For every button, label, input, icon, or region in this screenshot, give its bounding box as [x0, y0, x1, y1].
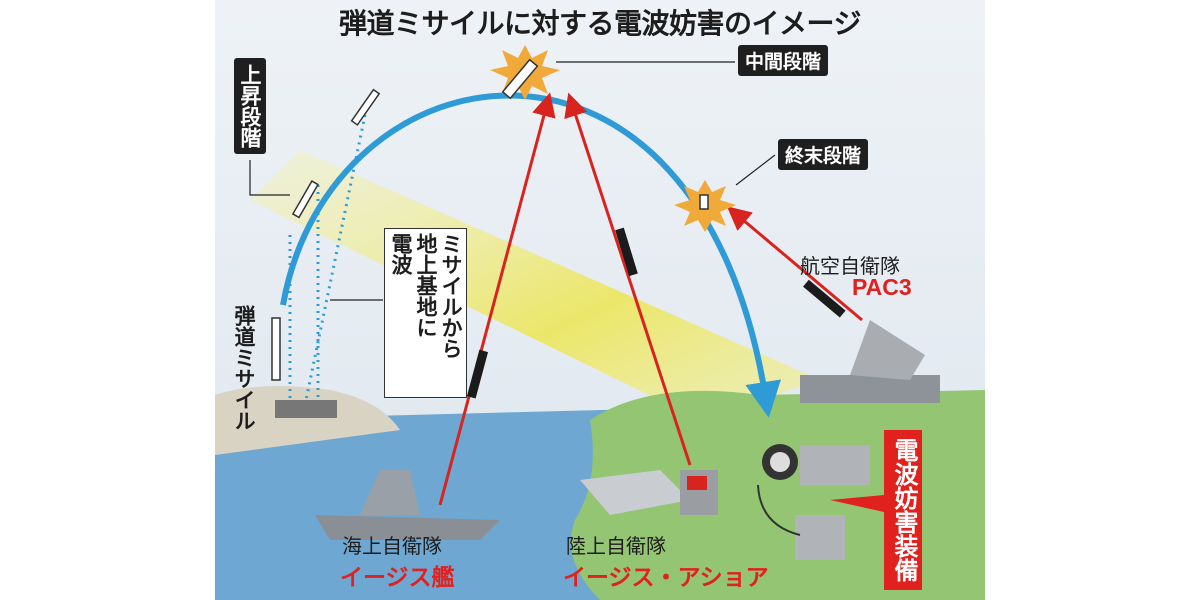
label-msdf: 海上自衛隊	[342, 534, 442, 558]
label-ascent-phase: 上昇段階	[234, 58, 266, 154]
jamming-truck	[800, 445, 870, 485]
pac3-launcher	[800, 375, 940, 403]
launch-hill	[215, 386, 400, 455]
label-terminal-phase: 終末段階	[778, 139, 869, 170]
label-ballistic-missile: 弾道ミサイル	[232, 305, 256, 431]
missile-trajectory	[280, 92, 781, 418]
label-aegis-ship: イージス艦	[340, 565, 455, 591]
label-pac3: PAC3	[852, 274, 912, 300]
label-gsdf: 陸上自衛隊	[566, 534, 666, 558]
missile-icons	[271, 58, 709, 381]
aegis-ashore	[580, 470, 690, 515]
label-asdf: 航空自衛隊	[800, 254, 900, 278]
label-missile-signal: ミサイルから 地上基地に 電波	[384, 228, 467, 398]
label-jamming-equipment: 電波妨害装備	[884, 430, 922, 590]
leader-lines	[249, 61, 776, 301]
page-title: 弾道ミサイルに対する電波妨害のイメージ	[339, 7, 861, 40]
interceptor-paths	[438, 92, 863, 506]
aegis-ship	[315, 515, 500, 540]
launcher-truck	[275, 400, 337, 418]
land	[570, 390, 985, 600]
label-aegis-ashore: イージス・アショア	[563, 565, 769, 591]
label-midcourse-phase: 中間段階	[738, 45, 829, 76]
radio-beam	[250, 150, 820, 420]
interceptor-missile-icons	[466, 227, 846, 399]
